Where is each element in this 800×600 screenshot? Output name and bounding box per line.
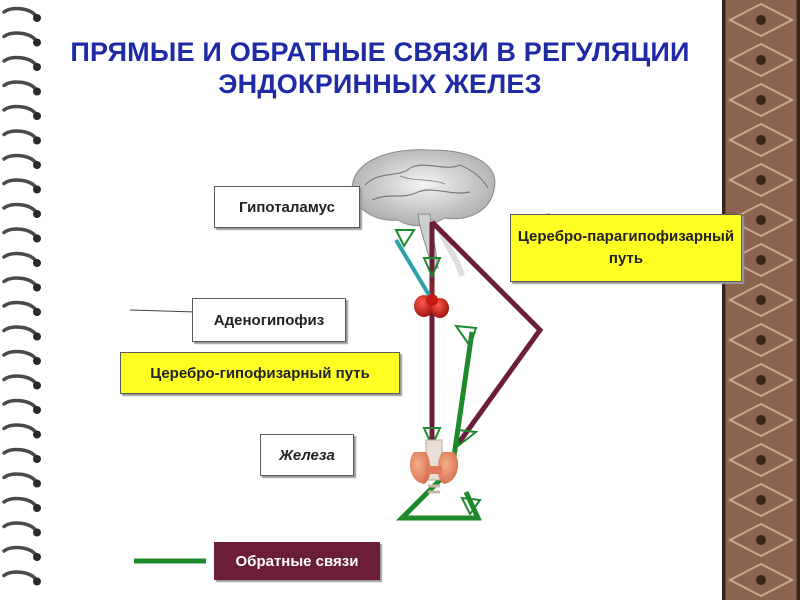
thyroid-icon	[409, 439, 459, 494]
label-hypothalamus: Гипоталамус	[214, 186, 360, 228]
pituitary-icon	[414, 282, 449, 318]
label-cerebro-hypophyseal: Церебро-гипофизарный путь	[120, 352, 400, 394]
label-adenohypophysis: Аденогипофиз	[192, 298, 346, 342]
brain-icon	[351, 149, 496, 277]
label-hypothalamus-text: Гипоталамус	[239, 198, 335, 216]
title-line-2: ЭНДОКРИННЫХ ЖЕЛЕЗ	[218, 69, 542, 99]
page-title: ПРЯМЫЕ И ОБРАТНЫЕ СВЯЗИ В РЕГУЛЯЦИИ ЭНДО…	[60, 36, 700, 100]
legend-feedback-label: Обратные связи	[214, 542, 380, 580]
legend-feedback-text: Обратные связи	[235, 552, 359, 570]
label-cerebro-parahypophyseal-text: Церебро-парагипофизарный путь	[517, 228, 735, 267]
label-cerebro-parahypophyseal: Церебро-парагипофизарный путь	[510, 214, 742, 282]
spiral-binding-icon	[2, 6, 41, 586]
label-cerebro-hypophyseal-text: Церебро-гипофизарный путь	[150, 364, 370, 382]
label-adenohypophysis-text: Аденогипофиз	[213, 311, 325, 329]
label-gland-text: Железа	[279, 446, 335, 464]
label-gland: Железа	[260, 434, 354, 476]
decorative-border	[722, 0, 800, 600]
title-line-1: ПРЯМЫЕ И ОБРАТНЫЕ СВЯЗИ В РЕГУЛЯЦИИ	[70, 37, 690, 67]
